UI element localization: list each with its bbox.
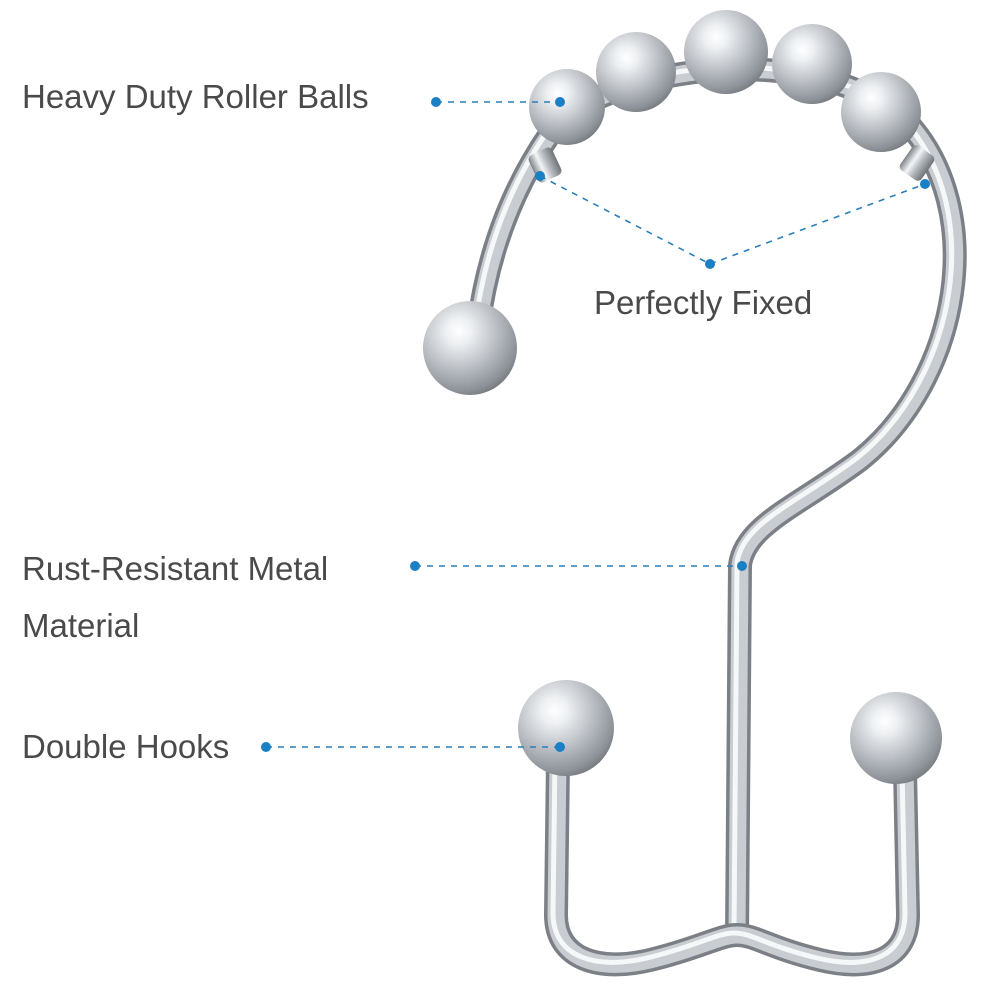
- roller-ball-5: [841, 72, 921, 152]
- roller-balls: [529, 10, 921, 152]
- callout-dots: [261, 97, 930, 752]
- callout-dot-left-stopper: [535, 171, 545, 181]
- right-stopper: [899, 145, 935, 181]
- callout-dot-material-end: [737, 561, 747, 571]
- callout-dot-hooks: [261, 742, 271, 752]
- perfectly-fixed-label: Perfectly Fixed: [594, 284, 813, 321]
- callout-dot-right-stopper: [920, 179, 930, 189]
- roller-ball-4: [772, 24, 852, 104]
- material-label-line1: Rust-Resistant Metal: [22, 550, 329, 587]
- roller-ball-2: [596, 32, 676, 112]
- callout-dot-balls-end: [555, 97, 565, 107]
- callout-dot-hooks-end: [555, 742, 565, 752]
- roller-balls-label: Heavy Duty Roller Balls: [22, 78, 369, 115]
- callout-dot-material: [410, 561, 420, 571]
- top-end-ball: [423, 301, 517, 395]
- material-label-line2: Material: [22, 607, 140, 644]
- double-hook-wire: [544, 748, 920, 977]
- left-hook-ball: [518, 680, 614, 776]
- right-hook-ball: [850, 692, 942, 784]
- callout-lines: [266, 101, 926, 748]
- roller-ball-1: [529, 69, 605, 145]
- roller-ball-3: [684, 10, 768, 94]
- callout-dot-balls: [431, 97, 441, 107]
- callout-dot-fixed: [705, 259, 715, 269]
- double-hooks-label: Double Hooks: [22, 728, 230, 765]
